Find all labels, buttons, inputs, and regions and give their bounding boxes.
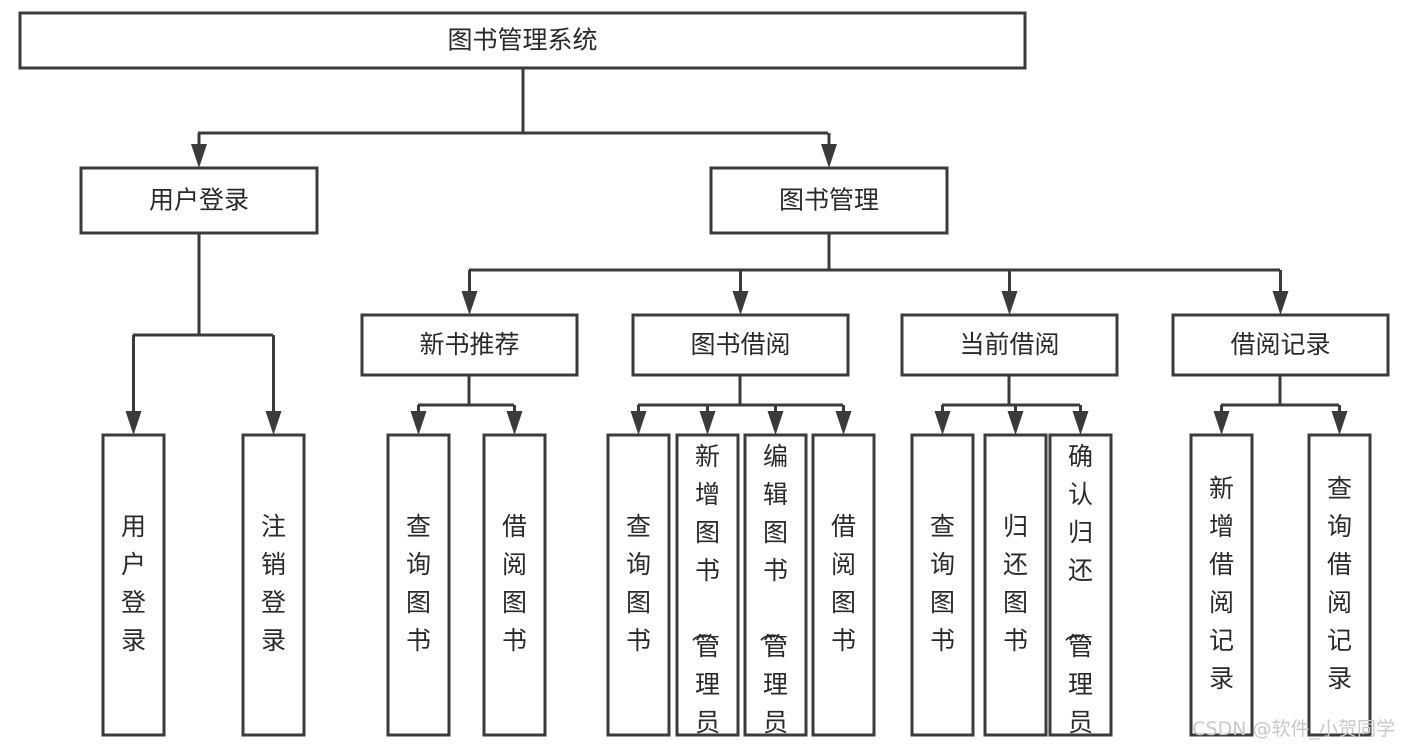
- connector-bus-new-book-rec: [418, 375, 514, 407]
- connector-bus-book-borrow: [638, 375, 843, 407]
- node-label-leaf-query-book-1: 查询图书: [406, 512, 431, 655]
- node-label-current-borrow: 当前借阅: [959, 330, 1059, 359]
- arrow-leaf-user-logout: [265, 335, 282, 435]
- arrow-leaf-borrow-book-1: [506, 405, 523, 435]
- node-label-new-book-rec: 新书推荐: [419, 330, 519, 359]
- csdn-watermark: CSDN @软件_小贺同学: [1192, 718, 1395, 740]
- node-label-book-manage: 图书管理: [779, 186, 879, 215]
- connector-bus-book-manage: [469, 233, 1280, 272]
- node-box-leaf-query-book-2[interactable]: [606, 433, 671, 737]
- connector-bus-current-borrow: [942, 375, 1080, 407]
- node-current-borrow[interactable]: 当前借阅: [900, 313, 1119, 377]
- node-label-borrow-record: 借阅记录: [1230, 330, 1330, 359]
- node-label-leaf-query-book-2: 查询图书: [626, 512, 651, 655]
- arrow-leaf-query-book-1: [410, 405, 427, 435]
- node-label-book-borrow: 图书借阅: [690, 330, 790, 359]
- arrow-leaf-borrow-book-2: [835, 405, 852, 435]
- node-box-book-borrow[interactable]: [631, 313, 850, 377]
- arrow-leaf-edit-book: [767, 405, 784, 435]
- node-borrow-record[interactable]: 借阅记录: [1171, 313, 1390, 377]
- arrow-current-borrow: [1001, 270, 1018, 315]
- node-leaf-user-logout[interactable]: 注销登录: [241, 433, 306, 737]
- node-box-leaf-user-logout[interactable]: [241, 433, 306, 737]
- arrow-new-book-rec: [461, 270, 478, 315]
- node-book-borrow[interactable]: 图书借阅: [631, 313, 850, 377]
- node-leaf-edit-book[interactable]: 编辑图书（管理员）: [743, 433, 808, 747]
- node-book-manage[interactable]: 图书管理: [709, 166, 949, 235]
- node-box-leaf-query-record[interactable]: [1307, 433, 1372, 737]
- node-label-leaf-edit-book: 编辑图书（管理员）: [757, 442, 788, 747]
- node-box-leaf-query-book-3[interactable]: [910, 433, 975, 737]
- nodes-layer: 图书管理系统用户登录图书管理新书推荐图书借阅当前借阅借阅记录用户登录注销登录查询…: [18, 11, 1390, 747]
- node-box-leaf-return-book[interactable]: [983, 433, 1048, 737]
- node-leaf-borrow-book-2[interactable]: 借阅图书: [811, 433, 876, 737]
- node-label-leaf-return-book: 归还图书: [1003, 512, 1028, 655]
- arrow-borrow-record: [1272, 270, 1289, 315]
- node-box-leaf-edit-book[interactable]: [743, 433, 808, 737]
- node-box-leaf-query-book-1[interactable]: [386, 433, 451, 737]
- connector-bus-user-login: [133, 233, 273, 337]
- arrow-leaf-query-record: [1331, 405, 1348, 435]
- connectors-layer: [125, 68, 1348, 435]
- arrow-leaf-query-book-3: [934, 405, 951, 435]
- node-label-leaf-confirm-return: 确认归还（管理员）: [1062, 442, 1093, 747]
- node-box-new-book-rec[interactable]: [360, 313, 579, 377]
- node-box-leaf-confirm-return[interactable]: [1048, 433, 1113, 737]
- node-box-leaf-add-record[interactable]: [1189, 433, 1254, 737]
- node-label-leaf-borrow-book-1: 借阅图书: [502, 512, 527, 655]
- arrow-leaf-confirm-return: [1072, 405, 1089, 435]
- node-leaf-query-book-2[interactable]: 查询图书: [606, 433, 671, 737]
- node-box-leaf-borrow-book-2[interactable]: [811, 433, 876, 737]
- node-label-leaf-add-record: 新增借阅记录: [1209, 474, 1234, 693]
- node-box-leaf-user-login[interactable]: [101, 433, 166, 737]
- arrow-book-manage: [821, 133, 837, 168]
- node-label-leaf-query-record: 查询借阅记录: [1327, 474, 1352, 693]
- node-label-user-login: 用户登录: [149, 186, 249, 215]
- connector-bus-borrow-record: [1221, 375, 1339, 407]
- arrow-leaf-user-login: [125, 335, 142, 435]
- arrow-user-login: [191, 133, 207, 168]
- node-box-leaf-add-book[interactable]: [675, 433, 740, 737]
- node-label-root: 图书管理系统: [447, 26, 597, 55]
- node-box-leaf-borrow-book-1[interactable]: [482, 433, 547, 737]
- node-leaf-return-book[interactable]: 归还图书: [983, 433, 1048, 737]
- node-leaf-borrow-book-1[interactable]: 借阅图书: [482, 433, 547, 737]
- node-label-leaf-user-login: 用户登录: [121, 512, 146, 655]
- node-leaf-query-book-1[interactable]: 查询图书: [386, 433, 451, 737]
- node-root[interactable]: 图书管理系统: [18, 11, 1027, 70]
- node-box-borrow-record[interactable]: [1171, 313, 1390, 377]
- node-leaf-confirm-return[interactable]: 确认归还（管理员）: [1048, 433, 1113, 747]
- connector-bus-root: [198, 68, 828, 135]
- node-label-leaf-user-logout: 注销登录: [261, 512, 286, 655]
- node-new-book-rec[interactable]: 新书推荐: [360, 313, 579, 377]
- node-label-leaf-add-book: 新增图书（管理员）: [689, 442, 720, 747]
- node-user-login[interactable]: 用户登录: [79, 166, 319, 235]
- node-leaf-query-record[interactable]: 查询借阅记录: [1307, 433, 1372, 737]
- node-box-user-login[interactable]: [79, 166, 319, 235]
- node-box-book-manage[interactable]: [709, 166, 949, 235]
- node-leaf-add-book[interactable]: 新增图书（管理员）: [675, 433, 740, 747]
- node-leaf-query-book-3[interactable]: 查询图书: [910, 433, 975, 737]
- node-box-root[interactable]: [18, 11, 1027, 70]
- arrow-leaf-add-book: [699, 405, 716, 435]
- node-label-leaf-query-book-3: 查询图书: [930, 512, 955, 655]
- node-leaf-user-login[interactable]: 用户登录: [101, 433, 166, 737]
- arrow-leaf-query-book-2: [630, 405, 647, 435]
- arrow-book-borrow: [732, 270, 749, 315]
- node-leaf-add-record[interactable]: 新增借阅记录: [1189, 433, 1254, 737]
- arrow-leaf-return-book: [1007, 405, 1024, 435]
- node-label-leaf-borrow-book-2: 借阅图书: [831, 512, 856, 655]
- node-box-current-borrow[interactable]: [900, 313, 1119, 377]
- arrow-leaf-add-record: [1213, 405, 1230, 435]
